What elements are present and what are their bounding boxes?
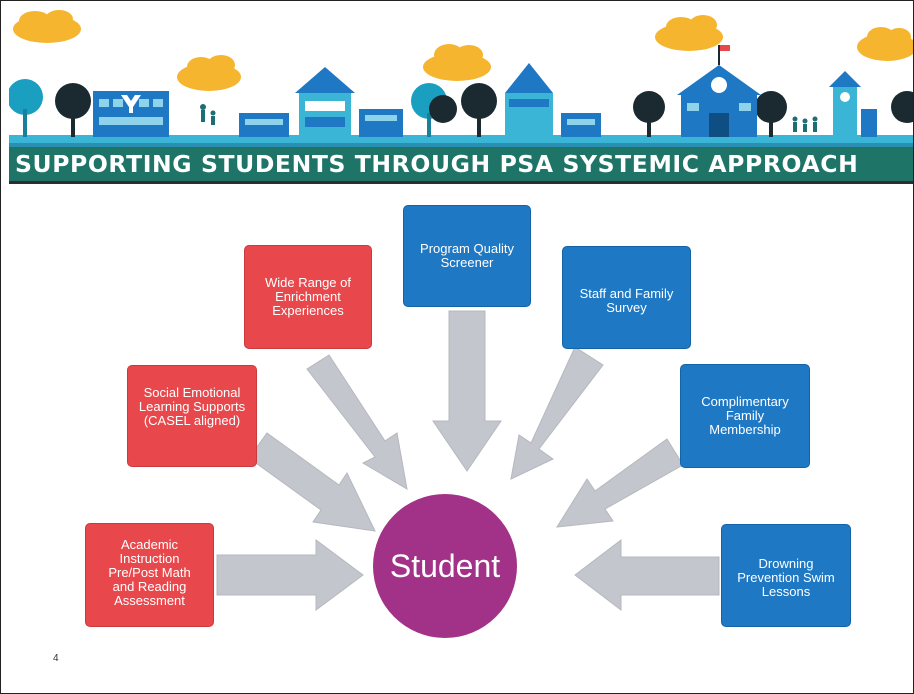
box-staff-family-survey: Staff and Family Survey — [562, 246, 691, 349]
arrow-enrichment — [306, 354, 408, 490]
arrow-academic — [216, 539, 364, 611]
box-survey-label: Staff and Family Survey — [579, 286, 674, 315]
box-membership-label: Complimentary Family Membership — [701, 394, 789, 437]
arrow-sel — [248, 432, 376, 532]
box-social-emotional-learning: Social Emotional Learning Supports (CASE… — [127, 365, 257, 467]
arrow-swim — [574, 538, 720, 612]
title-bar — [9, 147, 913, 181]
arrow-membership — [556, 438, 684, 528]
box-academic-label: Academic Instruction Pre/Post Math and R… — [108, 537, 191, 608]
box-quality-label: Program Quality Screener — [420, 241, 514, 270]
arrow-survey — [510, 346, 604, 480]
student-label: Student — [389, 547, 501, 584]
box-swim-label: Drowning Prevention Swim Lessons — [737, 556, 835, 599]
arrows-layer — [216, 310, 720, 612]
slide-title: SUPPORTING STUDENTS THROUGH PSA SYSTEMIC… — [15, 150, 859, 178]
box-program-quality: Program Quality Screener — [403, 205, 531, 307]
title-divider — [9, 181, 913, 184]
arrow-quality — [432, 310, 502, 472]
trees — [9, 79, 913, 137]
student-circle: Student — [373, 494, 517, 638]
box-sel-label: Social Emotional Learning Supports (CASE… — [138, 385, 246, 428]
page-number: 4 — [53, 653, 59, 664]
ymca-building — [93, 91, 169, 137]
box-family-membership: Complimentary Family Membership — [680, 364, 810, 468]
box-academic-instruction: Academic Instruction Pre/Post Math and R… — [85, 523, 214, 627]
school-building — [677, 45, 761, 137]
box-swim-lessons: Drowning Prevention Swim Lessons — [721, 524, 851, 627]
box-enrichment: Wide Range of Enrichment Experiences — [244, 245, 372, 349]
clouds — [13, 10, 913, 91]
box-enrichment-label: Wide Range of Enrichment Experiences — [265, 275, 351, 318]
